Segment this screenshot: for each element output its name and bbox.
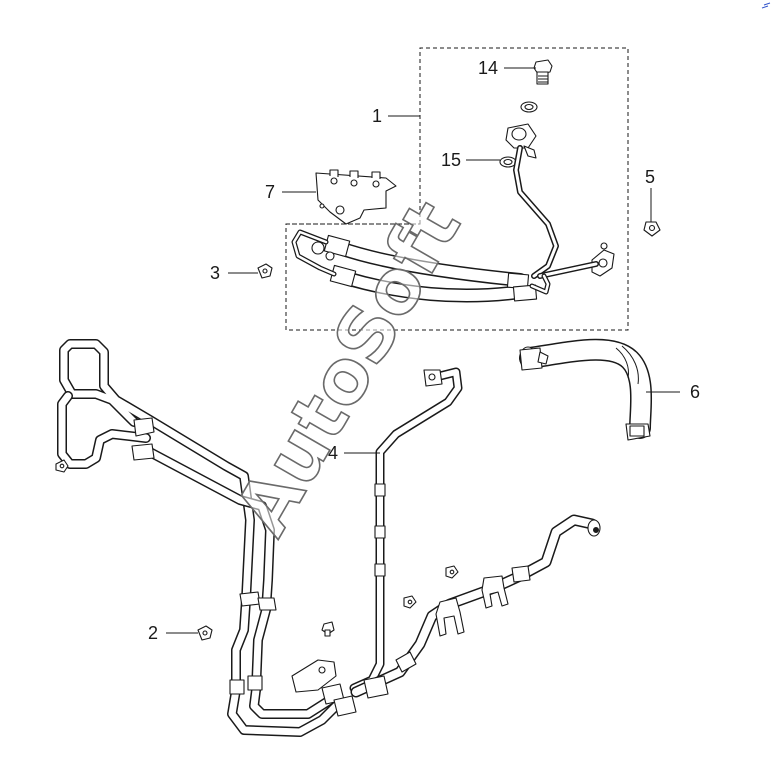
callout-15: 15	[441, 150, 461, 170]
return-hose-part-6[interactable]	[519, 338, 653, 441]
suction-pipe-right[interactable]	[350, 514, 601, 699]
bracket-part-7[interactable]	[315, 169, 397, 225]
pressure-hose-assembly-part-1[interactable]	[291, 123, 615, 303]
callout-14: 14	[478, 58, 498, 78]
callout-1: 1	[372, 106, 382, 126]
callout-5: 5	[645, 167, 655, 187]
bolt-center-mid[interactable]	[403, 595, 417, 609]
bolt-part-2[interactable]	[197, 625, 213, 641]
bolt-part-3[interactable]	[257, 263, 273, 279]
callout-2: 2	[148, 623, 158, 643]
bolt-center-lower[interactable]	[321, 621, 335, 637]
cooler-pipe-assembly[interactable]	[57, 339, 357, 737]
return-pipe-part-4[interactable]	[349, 367, 463, 693]
corner-mark-icon	[761, 2, 771, 9]
leader-lines	[166, 67, 680, 634]
callout-6: 6	[690, 382, 700, 402]
callout-4: 4	[328, 443, 338, 463]
bolt-center-upper[interactable]	[445, 565, 459, 579]
nut-part-5[interactable]	[643, 221, 661, 237]
bolt-left[interactable]	[55, 459, 69, 473]
callout-3: 3	[210, 263, 220, 283]
callout-7: 7	[265, 182, 275, 202]
banjo-bolt-part-14[interactable]	[533, 59, 553, 85]
